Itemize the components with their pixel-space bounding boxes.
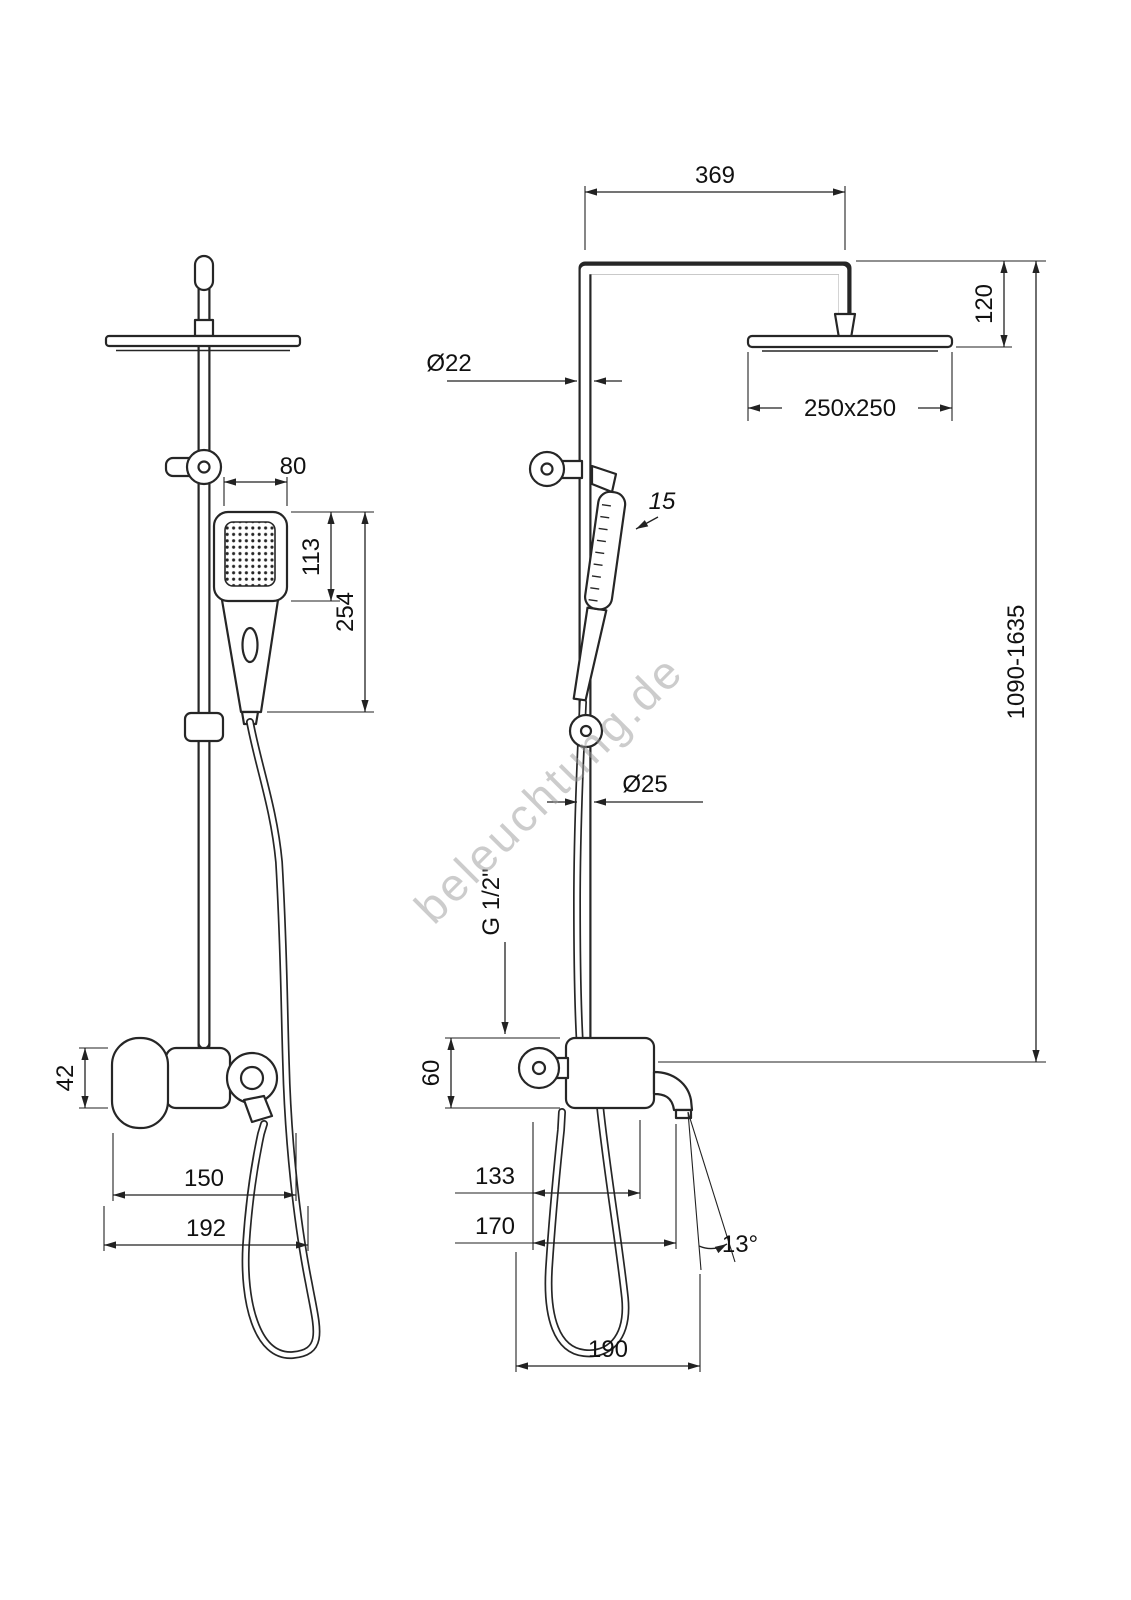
dim-label: 15 bbox=[649, 488, 676, 515]
spray-face bbox=[224, 521, 276, 587]
dim-upper-pipe-diameter: Ø22 bbox=[426, 350, 622, 385]
dim-label: Ø22 bbox=[426, 350, 471, 377]
overhead-shower-side bbox=[746, 334, 954, 352]
dim-thread-size: G 1/2" bbox=[478, 868, 509, 1034]
dim-label: 1090-1635 bbox=[1003, 605, 1030, 720]
dim-label: 170 bbox=[475, 1213, 515, 1240]
dim-label: 369 bbox=[695, 162, 735, 189]
shower-hose-front bbox=[241, 718, 321, 1360]
outlet-nut bbox=[242, 1094, 274, 1124]
dim-head-size: 250x250 bbox=[747, 352, 953, 422]
shower-hose-side-loop bbox=[544, 1102, 630, 1358]
hand-shower-head-side bbox=[583, 490, 627, 611]
dim-mixer-height: 60 bbox=[418, 1037, 560, 1109]
dim-label: 133 bbox=[475, 1163, 515, 1190]
dim-hand-shower-width: 80 bbox=[223, 453, 307, 506]
hand-shower-side bbox=[572, 490, 627, 702]
dim-arm-projection: 369 bbox=[584, 162, 846, 250]
pipe-top-cap bbox=[193, 254, 215, 292]
dim-label: G 1/2" bbox=[478, 868, 505, 935]
dim-spout-angle: 13° bbox=[687, 1111, 758, 1271]
dim-label: 190 bbox=[588, 1336, 628, 1363]
dim-mixer-body-height: 42 bbox=[52, 1047, 108, 1109]
mixer-side bbox=[517, 1036, 694, 1120]
slider-knob-side bbox=[568, 713, 604, 749]
dim-mixer-width: 150 bbox=[112, 1133, 297, 1201]
dim-head-offset-height: 120 bbox=[856, 260, 1046, 348]
dim-label: 250x250 bbox=[804, 395, 896, 422]
dim-label: 13° bbox=[722, 1231, 758, 1258]
front-dimensions: 80 113 254 42 bbox=[52, 453, 374, 1251]
dim-lower-pipe-diameter: Ø25 bbox=[547, 771, 703, 806]
dim-label: 113 bbox=[298, 538, 325, 576]
dim-label: 60 bbox=[418, 1060, 445, 1087]
front-view: 80 113 254 42 bbox=[52, 254, 374, 1360]
dim-label: 254 bbox=[332, 592, 359, 632]
dim-mixer-depth: 170 bbox=[455, 1124, 677, 1249]
hand-shower-front bbox=[212, 510, 289, 726]
dim-label: 192 bbox=[186, 1215, 226, 1242]
dim-hand-shower-head-length: 113 bbox=[291, 511, 374, 602]
dim-label: 42 bbox=[52, 1065, 79, 1092]
dim-label: 150 bbox=[184, 1165, 224, 1192]
mixer-body-side bbox=[564, 1036, 656, 1110]
dim-hand-shower-total-length: 254 bbox=[267, 512, 374, 713]
head-elbow-nut bbox=[833, 312, 857, 340]
overhead-shower-front bbox=[104, 334, 302, 352]
dim-label: 80 bbox=[280, 453, 307, 480]
side-view: 369 120 250x250 Ø22 15 bbox=[418, 162, 1046, 1372]
side-dimensions: 369 120 250x250 Ø22 15 bbox=[418, 162, 1046, 1372]
dim-hand-shower-thickness: 15 bbox=[635, 488, 676, 530]
dim-mixer-total-width: 192 bbox=[103, 1206, 309, 1251]
bracket-front bbox=[164, 448, 223, 486]
hand-shower-holder bbox=[590, 464, 618, 494]
bracket-side bbox=[528, 450, 618, 494]
bath-spout bbox=[652, 1070, 694, 1112]
spout-aerator bbox=[674, 1108, 693, 1120]
dim-label: 120 bbox=[971, 284, 998, 324]
mixer-handle bbox=[110, 1036, 170, 1130]
dim-spout-reach: 133 bbox=[455, 1120, 641, 1250]
slider-clamp-front bbox=[183, 711, 225, 743]
riser-pipe-side bbox=[578, 261, 857, 1049]
head-connector bbox=[193, 318, 215, 338]
mixer-front bbox=[110, 1036, 279, 1130]
dim-label: Ø25 bbox=[622, 771, 667, 798]
shower-hose-side-upper bbox=[572, 698, 587, 1050]
dim-total-depth: 190 bbox=[515, 1252, 701, 1372]
mixer-body bbox=[164, 1046, 232, 1110]
dim-column-height-range: 1090-1635 bbox=[658, 261, 1046, 1063]
riser-pipe-front bbox=[193, 254, 215, 1052]
handle-button bbox=[241, 626, 259, 664]
